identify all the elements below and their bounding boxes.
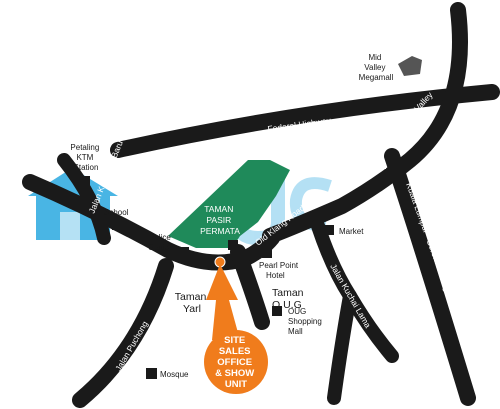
square-marker-icon (262, 248, 272, 258)
mid-valley-label: Mid Valley Megamall (359, 53, 394, 82)
square-marker-icon (80, 176, 90, 186)
kl-seremban-highway (384, 148, 476, 406)
site-pointer-arrow (206, 264, 240, 340)
jalan-kuchai-lama (311, 219, 399, 363)
site-area (168, 160, 290, 248)
jalan-puchong (72, 258, 174, 408)
kuchai-branch (327, 289, 357, 405)
square-marker-icon (112, 220, 122, 230)
square-marker-icon (324, 225, 334, 235)
petaling-ktm-label: Petaling KTM Station (70, 143, 101, 172)
site-name-label: TAMAN PASIR PERMATA (200, 204, 240, 236)
sales-office-circle (204, 330, 268, 394)
square-marker-icon (178, 247, 189, 258)
mosque-label: Mosque (160, 370, 189, 379)
sales-office-label: SITE SALES OFFICE & SHOW UNIT (215, 335, 257, 390)
arrow-left-icon (372, 160, 386, 172)
taman-yarl-label: Taman Yarl (175, 291, 209, 315)
south-road-oug (230, 244, 270, 330)
mall-building-icon (398, 56, 422, 76)
federal-highway (110, 84, 500, 158)
market-label: Market (339, 227, 364, 236)
oug-mall-label: OUG Shopping Mall (288, 307, 324, 336)
jalan-kg-pasir-baru (57, 153, 111, 245)
square-marker-icon (228, 240, 238, 250)
square-marker-icon (272, 306, 282, 316)
pearl-point-label: Pearl Point Hotel (259, 261, 300, 280)
school-label: School (104, 208, 129, 217)
square-marker-icon (146, 368, 157, 379)
police-station-label: Police Station (149, 233, 174, 252)
